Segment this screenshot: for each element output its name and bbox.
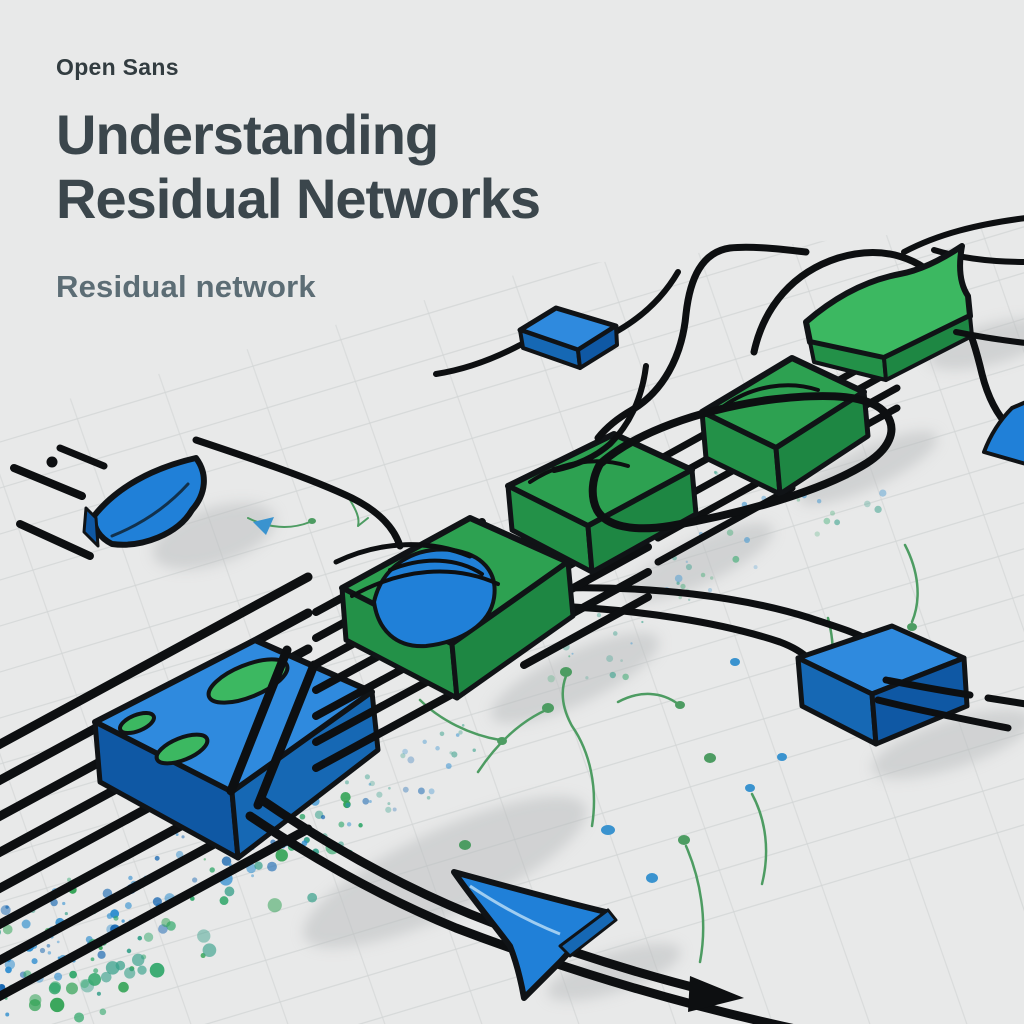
plate-exit-wire bbox=[953, 329, 1024, 346]
small-block-blue-top bbox=[433, 269, 681, 377]
blue-drip bbox=[253, 517, 274, 535]
title-line-1: Understanding bbox=[56, 103, 439, 166]
font-name-label: Open Sans bbox=[56, 54, 179, 80]
green-port-large bbox=[206, 657, 290, 705]
funnel-bottom-blue bbox=[451, 869, 618, 1001]
green-port-medium bbox=[154, 732, 210, 766]
arrowhead bbox=[688, 976, 744, 1012]
green-port-small bbox=[118, 710, 156, 736]
subtitle: Residual network bbox=[56, 268, 316, 304]
residual-block-1 bbox=[333, 515, 576, 701]
residual-block-3 bbox=[699, 355, 871, 497]
poster-copy: Open Sans Understanding Residual Network… bbox=[56, 54, 541, 305]
residual-block-2 bbox=[505, 431, 699, 575]
sweep-wire bbox=[192, 436, 404, 550]
page-title: Understanding Residual Networks bbox=[56, 103, 541, 231]
edge-block-blue bbox=[982, 400, 1024, 466]
output-plate-green bbox=[803, 243, 974, 382]
arrow-wires bbox=[245, 795, 794, 1024]
side-block-blue-wedge bbox=[795, 623, 1024, 747]
top-stepped-wires bbox=[551, 243, 810, 473]
speed-lines bbox=[10, 444, 108, 560]
title-line-2: Residual Networks bbox=[56, 166, 541, 230]
main-block-blue bbox=[92, 637, 381, 861]
block-top-wire-stripes bbox=[226, 645, 319, 810]
skip-connection-loop bbox=[588, 392, 896, 533]
wedge-exit-wires bbox=[874, 676, 1024, 732]
funnel-left-blue bbox=[82, 455, 207, 548]
